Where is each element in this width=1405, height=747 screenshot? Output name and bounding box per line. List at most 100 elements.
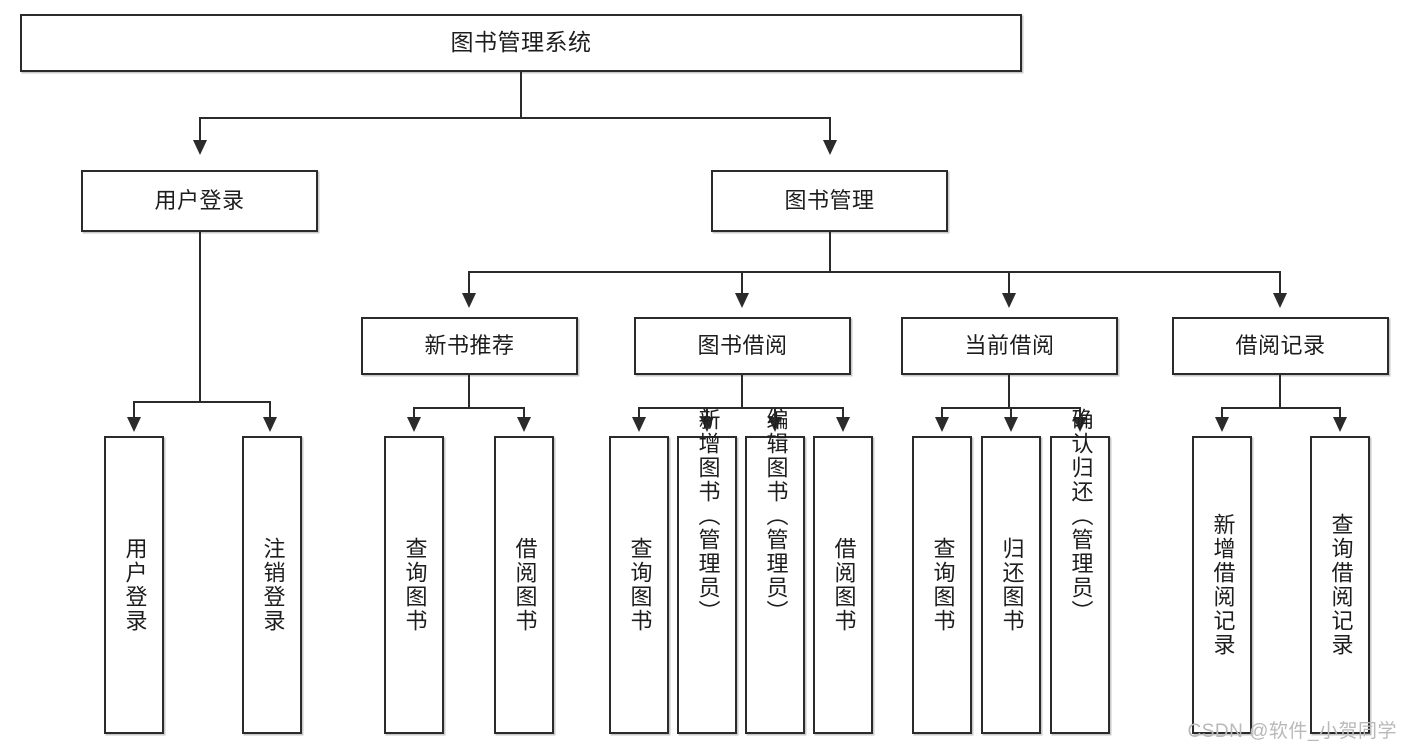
vertical-text-wrap: 借阅图书 (815, 537, 871, 633)
connector-bookborrow-to-leaf2 (706, 407, 708, 423)
leaf-query-book-newbook[interactable]: 查询图书 (384, 436, 444, 734)
connector-bookmanage-stem (829, 232, 831, 272)
node-label: 用户登录 (122, 537, 148, 633)
connector-root-to-userlogin (199, 117, 201, 147)
connector-root-to-bookmanage (829, 117, 831, 147)
connector-newbook-to-leaf1 (413, 407, 415, 423)
node-label: 借阅记录 (1235, 333, 1326, 359)
node-label: 新增图书（管理员） (695, 408, 721, 625)
arrow-newbook-to-leaf2 (517, 417, 531, 432)
vertical-text-wrap: 查询图书 (386, 537, 442, 633)
connector-bookborrow-stem (741, 375, 743, 408)
connector-userlogin-to-leaf1 (133, 401, 135, 423)
leaf-borrow-book[interactable]: 借阅图书 (813, 436, 873, 734)
node-user-login[interactable]: 用户登录 (81, 170, 318, 232)
leaf-query-borrow-record[interactable]: 查询借阅记录 (1310, 436, 1370, 734)
connector-userlogin-to-leaf2 (269, 401, 271, 423)
connector-bookborrow-bus (638, 407, 844, 409)
arrow-bookborrow-to-leaf2 (700, 417, 714, 432)
leaf-edit-book-admin[interactable]: 编辑图书（管理员） (745, 408, 805, 734)
connector-userlogin-bus (133, 401, 269, 403)
arrow-bookmanage-to-currentborrow (1002, 293, 1016, 308)
arrow-root-to-bookmanage (823, 140, 837, 155)
leaf-confirm-return-admin[interactable]: 确认归还（管理员） (1050, 408, 1110, 734)
vertical-text-wrap: 确认归还（管理员） (1052, 408, 1108, 624)
node-book-borrow[interactable]: 图书借阅 (634, 317, 851, 375)
node-label: 查询图书 (627, 537, 653, 633)
arrow-bookmanage-to-bookborrow (735, 293, 749, 308)
node-label: 借阅图书 (831, 537, 857, 633)
connector-userlogin-stem (199, 232, 201, 402)
leaf-logout[interactable]: 注销登录 (242, 436, 302, 734)
vertical-text-wrap: 注销登录 (244, 537, 300, 633)
arrow-newbook-to-leaf1 (407, 417, 421, 432)
arrow-bookborrow-to-leaf4 (836, 417, 850, 432)
vertical-text-wrap: 查询借阅记录 (1312, 513, 1368, 657)
node-borrow-record[interactable]: 借阅记录 (1172, 317, 1389, 375)
connector-borrowrecord-to-leaf2 (1339, 407, 1341, 423)
leaf-borrow-book-newbook[interactable]: 借阅图书 (494, 436, 554, 734)
vertical-text-wrap: 新增图书（管理员） (679, 408, 735, 624)
arrow-root-to-userlogin (193, 140, 207, 155)
node-root-system[interactable]: 图书管理系统 (20, 14, 1022, 72)
connector-newbook-to-leaf2 (523, 407, 525, 423)
node-label: 图书管理系统 (450, 29, 592, 56)
arrow-currentborrow-to-leaf3 (1073, 417, 1087, 432)
leaf-user-login[interactable]: 用户登录 (104, 436, 164, 734)
arrow-bookmanage-to-newbook (462, 293, 476, 308)
leaf-query-book-borrow[interactable]: 查询图书 (609, 436, 669, 734)
arrow-borrowrecord-to-leaf2 (1333, 417, 1347, 432)
connector-bookmanage-to-bookborrow (741, 271, 743, 299)
arrow-bookmanage-to-borrowrecord (1273, 293, 1287, 308)
connector-bookmanage-to-currentborrow (1008, 271, 1010, 299)
connector-bookborrow-to-leaf4 (842, 407, 844, 423)
arrow-userlogin-to-leaf1 (127, 417, 141, 432)
connector-currentborrow-to-leaf2 (1010, 407, 1012, 423)
leaf-add-borrow-record[interactable]: 新增借阅记录 (1192, 436, 1252, 734)
node-label: 图书管理 (784, 188, 875, 214)
node-label: 借阅图书 (512, 537, 538, 633)
connector-bookborrow-to-leaf1 (638, 407, 640, 423)
connector-bookmanage-bus (468, 271, 1280, 273)
arrow-userlogin-to-leaf2 (263, 417, 277, 432)
node-book-manage[interactable]: 图书管理 (711, 170, 948, 232)
connector-currentborrow-to-leaf1 (941, 407, 943, 423)
node-label: 归还图书 (999, 537, 1025, 633)
leaf-return-book[interactable]: 归还图书 (981, 436, 1041, 734)
connector-borrowrecord-to-leaf1 (1221, 407, 1223, 423)
node-label: 查询图书 (930, 537, 956, 633)
connector-borrowrecord-stem (1279, 375, 1281, 408)
connector-bookmanage-to-newbook (468, 271, 470, 299)
node-label: 查询借阅记录 (1328, 513, 1354, 657)
node-label: 确认归还（管理员） (1068, 408, 1094, 625)
vertical-text-wrap: 查询图书 (611, 537, 667, 633)
vertical-text-wrap: 用户登录 (106, 537, 162, 633)
connector-currentborrow-stem (1008, 375, 1010, 408)
connector-newbook-bus (413, 407, 523, 409)
connector-bookborrow-to-leaf3 (774, 407, 776, 423)
leaf-query-book-current[interactable]: 查询图书 (912, 436, 972, 734)
node-label: 用户登录 (154, 188, 245, 214)
node-label: 注销登录 (260, 537, 286, 633)
node-label: 编辑图书（管理员） (763, 408, 789, 625)
node-current-borrow[interactable]: 当前借阅 (901, 317, 1118, 375)
node-label: 新书推荐 (424, 333, 515, 359)
connector-newbook-stem (468, 375, 470, 408)
vertical-text-wrap: 查询图书 (914, 537, 970, 633)
connector-borrowrecord-bus (1221, 407, 1339, 409)
vertical-text-wrap: 借阅图书 (496, 537, 552, 633)
node-new-book-recommend[interactable]: 新书推荐 (361, 317, 578, 375)
arrow-bookborrow-to-leaf1 (632, 417, 646, 432)
vertical-text-wrap: 编辑图书（管理员） (747, 408, 803, 624)
arrow-currentborrow-to-leaf2 (1004, 417, 1018, 432)
connector-bookmanage-to-borrowrecord (1279, 271, 1281, 299)
connector-currentborrow-to-leaf3 (1079, 407, 1081, 423)
arrow-bookborrow-to-leaf3 (768, 417, 782, 432)
node-label: 新增借阅记录 (1210, 513, 1236, 657)
vertical-text-wrap: 归还图书 (983, 537, 1039, 633)
node-label: 图书借阅 (697, 333, 788, 359)
node-label: 当前借阅 (964, 333, 1055, 359)
leaf-add-book-admin[interactable]: 新增图书（管理员） (677, 408, 737, 734)
connector-root-bus (199, 117, 831, 119)
